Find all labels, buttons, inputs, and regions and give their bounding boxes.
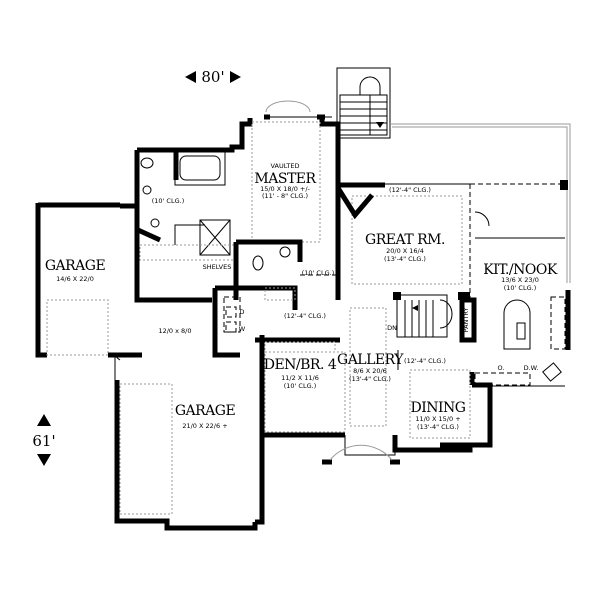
dining-walls	[392, 350, 473, 453]
arrow-down-icon	[37, 454, 51, 466]
garage-large-size: 21/0 X 22/6 +	[182, 422, 227, 430]
garage-large-name: GARAGE	[175, 403, 236, 419]
dining-name: DINING	[411, 400, 466, 416]
master-size: 15/0 X 18/0 +/-	[260, 185, 310, 193]
dining-side-ceiling: (12'-4" CLG.)	[404, 357, 446, 365]
kitchen-name: KIT./NOOK	[483, 262, 558, 278]
gallery-size: 8/6 X 20/6	[353, 367, 387, 375]
width-dimension: 80'	[185, 68, 241, 86]
great-room-walls	[335, 183, 471, 300]
garage-large-walls	[114, 335, 340, 531]
kitchen-ceiling: (10' CLG.)	[504, 284, 536, 292]
master-ceiling: (11' - 8" CLG.)	[262, 192, 308, 200]
hall-ceiling: (10' CLG.)	[302, 269, 334, 277]
den-closet	[264, 341, 336, 353]
dining-size: 11/0 X 15/0 +	[415, 415, 460, 423]
arrow-up-icon	[37, 414, 51, 426]
oven-label: O.	[498, 364, 505, 372]
stair-down-label: DN	[387, 324, 397, 332]
den-walls	[262, 341, 346, 438]
sink	[150, 218, 160, 228]
terrace-outline	[390, 123, 571, 283]
arrow-left-icon	[185, 71, 196, 83]
great-room-size: 20/0 X 16/4	[386, 247, 424, 255]
dryer-label: D	[239, 308, 244, 316]
sink	[542, 362, 562, 382]
garage-door	[119, 383, 173, 515]
master-bath-ceiling: (10' CLG.)	[152, 197, 184, 205]
master-name: MASTER	[254, 171, 316, 187]
entry-ceiling: (12'-4" CLG.)	[284, 312, 326, 320]
cooktop	[516, 322, 526, 340]
den-ceiling: (10' CLG.)	[284, 382, 316, 390]
great-room-ceiling: (13'-4" CLG.)	[384, 255, 426, 263]
width-label: 80'	[201, 68, 224, 86]
kitchen-walls	[440, 180, 571, 448]
mudroom-size: 12/0 x 8/0	[158, 327, 191, 335]
kitchen-island	[503, 299, 531, 350]
closet-shelving	[139, 244, 236, 261]
garage-small-walls	[35, 202, 142, 385]
garage-small-name: GARAGE	[45, 258, 106, 274]
dining-ceiling: (13'-4" CLG.)	[417, 423, 459, 431]
toilet	[140, 157, 154, 169]
master-suite-walls	[120, 100, 341, 303]
master-bath	[136, 150, 236, 261]
great-room-side-ceiling: (12'-4" CLG.)	[389, 186, 431, 194]
gallery-ceiling: (13'-4" CLG.)	[349, 375, 391, 383]
gallery-walls	[322, 307, 400, 465]
counter	[474, 372, 531, 386]
depth-dimension: 61'	[32, 414, 56, 466]
dishwasher-label: D.W.	[524, 364, 539, 372]
garage-door	[46, 299, 109, 356]
garage-small-size: 14/6 X 22/0	[56, 275, 94, 283]
bathtub	[174, 150, 226, 186]
refrigerator	[550, 296, 566, 350]
den-name: DEN/BR. 4	[264, 357, 337, 373]
interior-stair	[396, 294, 453, 338]
pantry	[459, 297, 477, 343]
depth-label: 61'	[32, 432, 55, 450]
master-vaulted-note: VAULTED	[270, 162, 299, 170]
pantry-label: PANTRY	[462, 308, 470, 333]
great-room-name: GREAT RM.	[365, 232, 445, 248]
gallery-name: GALLERY	[337, 352, 404, 368]
den-size: 11/2 X 11/6	[281, 374, 319, 382]
rear-stair	[336, 67, 391, 139]
laundry	[212, 285, 298, 358]
sink	[142, 185, 152, 195]
kitchen-size: 13/6 X 23/0	[501, 276, 539, 284]
shower	[199, 219, 231, 256]
arrow-right-icon	[230, 71, 241, 83]
washer-label: W	[239, 325, 246, 333]
shelves-label: SHELVES	[203, 263, 232, 271]
